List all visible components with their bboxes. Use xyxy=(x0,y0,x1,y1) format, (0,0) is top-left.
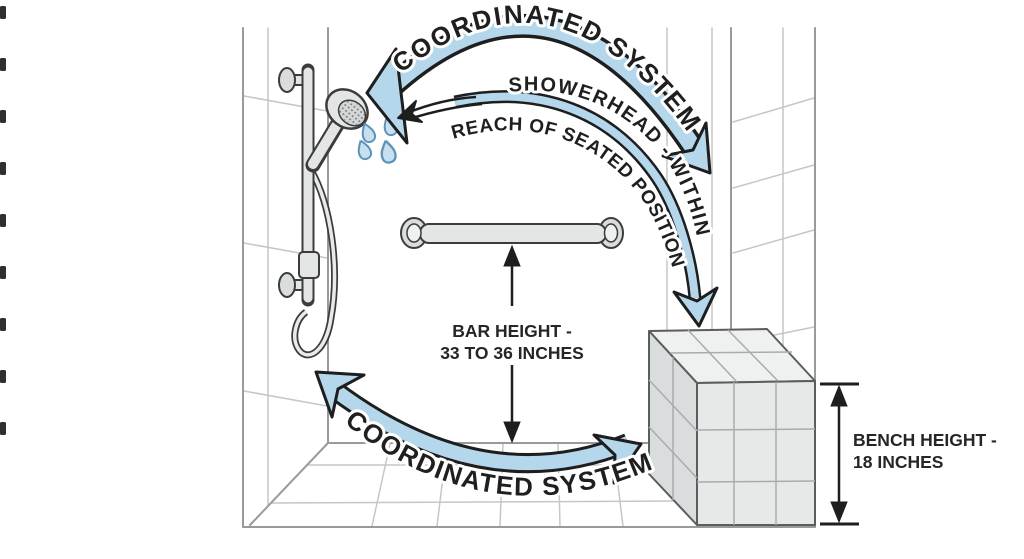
bench-height-label-line2: 18 INCHES xyxy=(853,452,943,472)
bench-height-label-line1: BENCH HEIGHT - xyxy=(853,430,997,450)
showerhead-reach-arrow xyxy=(397,90,719,328)
top-coordinated-arrow xyxy=(365,13,712,175)
arrowhead-left-small xyxy=(397,100,423,123)
shower-hose xyxy=(291,168,338,359)
tiled-bench-icon xyxy=(648,328,816,526)
bottom-coordinated-arrow xyxy=(314,370,643,485)
grab-bar-icon xyxy=(400,217,624,249)
bench-height-arrow xyxy=(820,382,859,526)
bar-height-arrow xyxy=(503,244,521,444)
film-edge-marks xyxy=(0,6,6,435)
bar-height-label-line1: BAR HEIGHT - xyxy=(452,321,572,341)
arrowhead-up-right xyxy=(592,433,643,485)
arrowhead-down-right xyxy=(661,121,712,175)
slide-bar-icon xyxy=(278,63,320,307)
bar-height-label-line2: 33 TO 36 INCHES xyxy=(440,343,584,363)
handheld-showerhead-icon xyxy=(278,63,369,359)
arrowhead-down xyxy=(672,286,719,328)
bench-tile-lines xyxy=(648,329,816,525)
arrowhead-up-left xyxy=(314,370,366,419)
arrowhead-down-left xyxy=(365,47,409,145)
